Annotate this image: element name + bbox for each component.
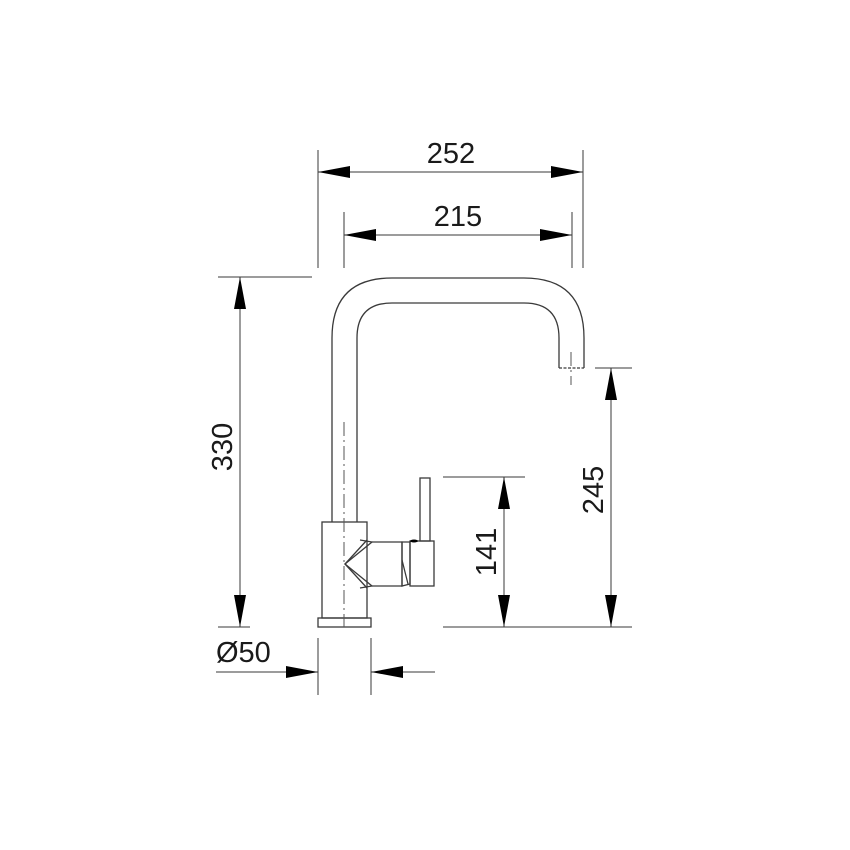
dimension-lever-height: 141 (443, 476, 525, 627)
dimension-spout-reach: 215 (343, 201, 573, 268)
cartridge-housing (372, 541, 403, 587)
arrow-right-icon (540, 229, 572, 241)
arrow-down-icon (234, 595, 246, 627)
dimension-label-141: 141 (471, 528, 503, 576)
arrow-left-icon (371, 666, 403, 678)
dimension-label-diameter: Ø50 (216, 637, 271, 669)
dimension-label-330: 330 (207, 423, 239, 471)
arrow-right-icon (286, 666, 318, 678)
spout-outer (331, 277, 585, 522)
dimension-label-252: 252 (427, 138, 475, 170)
arrow-down-icon (605, 595, 617, 627)
dimension-base-diameter: Ø50 (216, 637, 435, 695)
arrow-left-icon (344, 229, 376, 241)
dimension-overall-height: 330 (207, 276, 312, 628)
dimension-overall-reach: 252 (317, 138, 584, 268)
arrow-up-icon (234, 277, 246, 309)
arrow-up-icon (605, 368, 617, 400)
arrow-up-icon (498, 477, 510, 509)
arrow-right-icon (551, 166, 583, 178)
dimension-label-215: 215 (434, 201, 482, 233)
lever-joint (410, 539, 418, 543)
arrow-left-icon (318, 166, 350, 178)
handle-body (409, 540, 435, 587)
cartridge-cone (344, 539, 368, 589)
arrow-down-icon (498, 595, 510, 627)
spout-inner (356, 302, 560, 522)
faucet-outline (317, 277, 585, 628)
dimension-label-245: 245 (578, 466, 610, 514)
dimension-spout-height: 245 (443, 367, 632, 628)
lever (419, 477, 431, 542)
